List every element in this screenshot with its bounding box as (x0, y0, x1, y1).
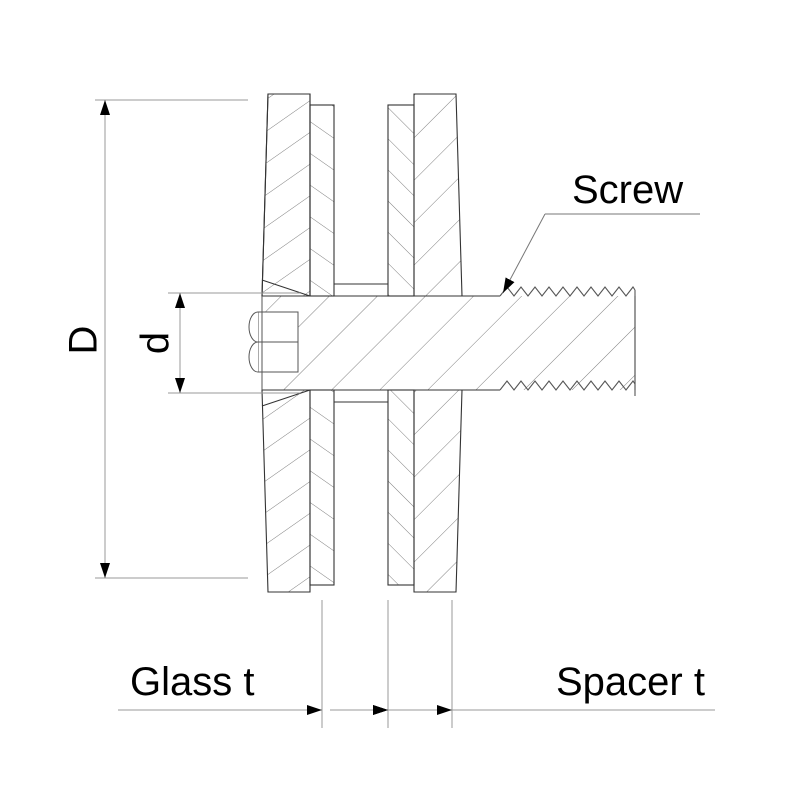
chamfer-lines (261, 279, 311, 407)
right-cap-top (413, 93, 463, 297)
dimension-d-label: d (134, 332, 178, 354)
assembly-group (248, 93, 636, 593)
screw-thread-profile-top (499, 286, 636, 297)
glass-thickness-label: Glass t (130, 660, 254, 704)
chamfer-bottom (261, 389, 311, 407)
glass-pane-bottom (387, 389, 415, 586)
spacer-left-bottom (309, 389, 335, 586)
screw-thread-body (500, 296, 635, 390)
glass-pane-top (387, 104, 415, 297)
bottom-extension-lines (321, 600, 453, 728)
right-cap-bottom (413, 389, 463, 593)
dimension-d: d (134, 292, 300, 394)
dimension-D: D (62, 99, 248, 579)
hex-socket-lower (257, 341, 299, 373)
screw-shank-body (262, 296, 500, 390)
dimension-spacer-t: Spacer t (373, 660, 715, 715)
hex-socket-arc-lower (248, 341, 259, 373)
spacer-thickness-label: Spacer t (556, 660, 705, 704)
screw-thread-profile-bottom (499, 380, 636, 391)
glass-pane (387, 104, 415, 586)
screw-leader-line (502, 213, 546, 294)
outer-cap-bottom (261, 389, 311, 593)
outer-cap-top (261, 93, 311, 297)
hex-socket-arc-upper (248, 311, 259, 343)
dimension-D-label: D (62, 326, 106, 355)
hex-socket (248, 311, 299, 373)
spacer-left-top (309, 104, 335, 297)
screw-label: Screw (572, 168, 683, 212)
chamfer-top (261, 279, 311, 297)
screw-annotation: Screw (502, 168, 700, 294)
outer-cap-bottom-body (261, 389, 311, 593)
screw (248, 286, 636, 396)
outer-cap-top-body (261, 93, 311, 297)
hex-socket-upper (257, 311, 299, 343)
